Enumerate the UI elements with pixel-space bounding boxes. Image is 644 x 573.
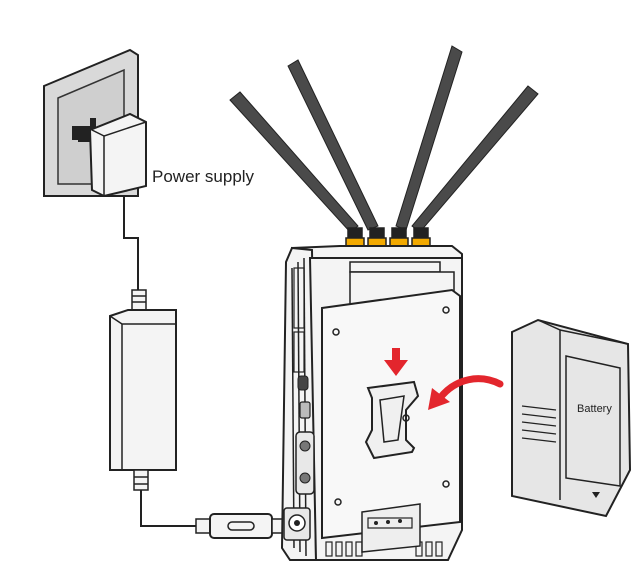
antennas [229, 45, 539, 233]
dc-plug [195, 513, 287, 539]
battery-latch [361, 503, 421, 553]
side-ports [283, 267, 315, 541]
v-mount-plate [364, 380, 420, 460]
battery-label: Battery [577, 403, 612, 415]
wall-plug [78, 112, 147, 198]
bottom-vents [325, 541, 443, 557]
battery [511, 318, 632, 518]
dc-cable [140, 490, 196, 527]
ac-cable [123, 196, 139, 290]
arrow-down-icon [384, 348, 408, 376]
curved-arrow-icon [428, 375, 504, 410]
power-supply-label: Power supply [152, 167, 255, 186]
power-adapter [109, 289, 177, 491]
